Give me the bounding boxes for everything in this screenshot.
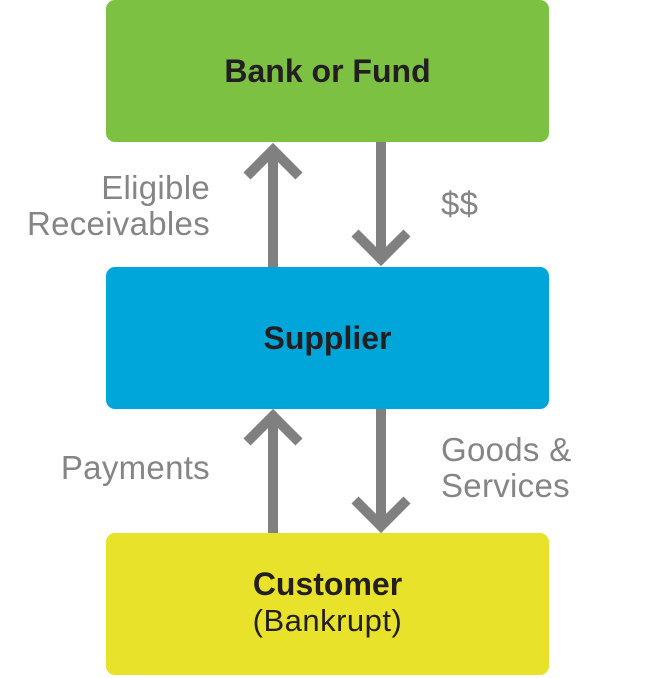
goods-services-label: Goods & Services	[441, 432, 572, 504]
customer-subtitle: (Bankrupt)	[252, 603, 403, 638]
customer-title: Customer	[252, 566, 403, 602]
bank-or-fund-title: Bank or Fund	[224, 53, 431, 89]
eligible-receivables-label: Eligible Receivables	[27, 170, 210, 242]
arrow-bank-to-supplier	[351, 142, 411, 267]
arrow-supplier-to-bank	[243, 142, 303, 267]
goods-services-line-1: Goods &	[441, 431, 572, 468]
goods-services-line-2: Services	[441, 467, 570, 504]
money-label: $$	[441, 185, 479, 222]
eligible-receivables-line-2: Receivables	[26, 205, 210, 242]
supplier-title: Supplier	[263, 320, 392, 356]
bank-or-fund-node: Bank or Fund	[106, 0, 549, 142]
customer-node: Customer (Bankrupt)	[106, 533, 549, 675]
payments-label: Payments	[60, 449, 210, 486]
arrow-customer-to-supplier	[243, 408, 303, 533]
eligible-receivables-line-1: Eligible	[101, 169, 210, 206]
supplier-node: Supplier	[106, 267, 549, 409]
arrow-supplier-to-customer	[351, 409, 411, 534]
